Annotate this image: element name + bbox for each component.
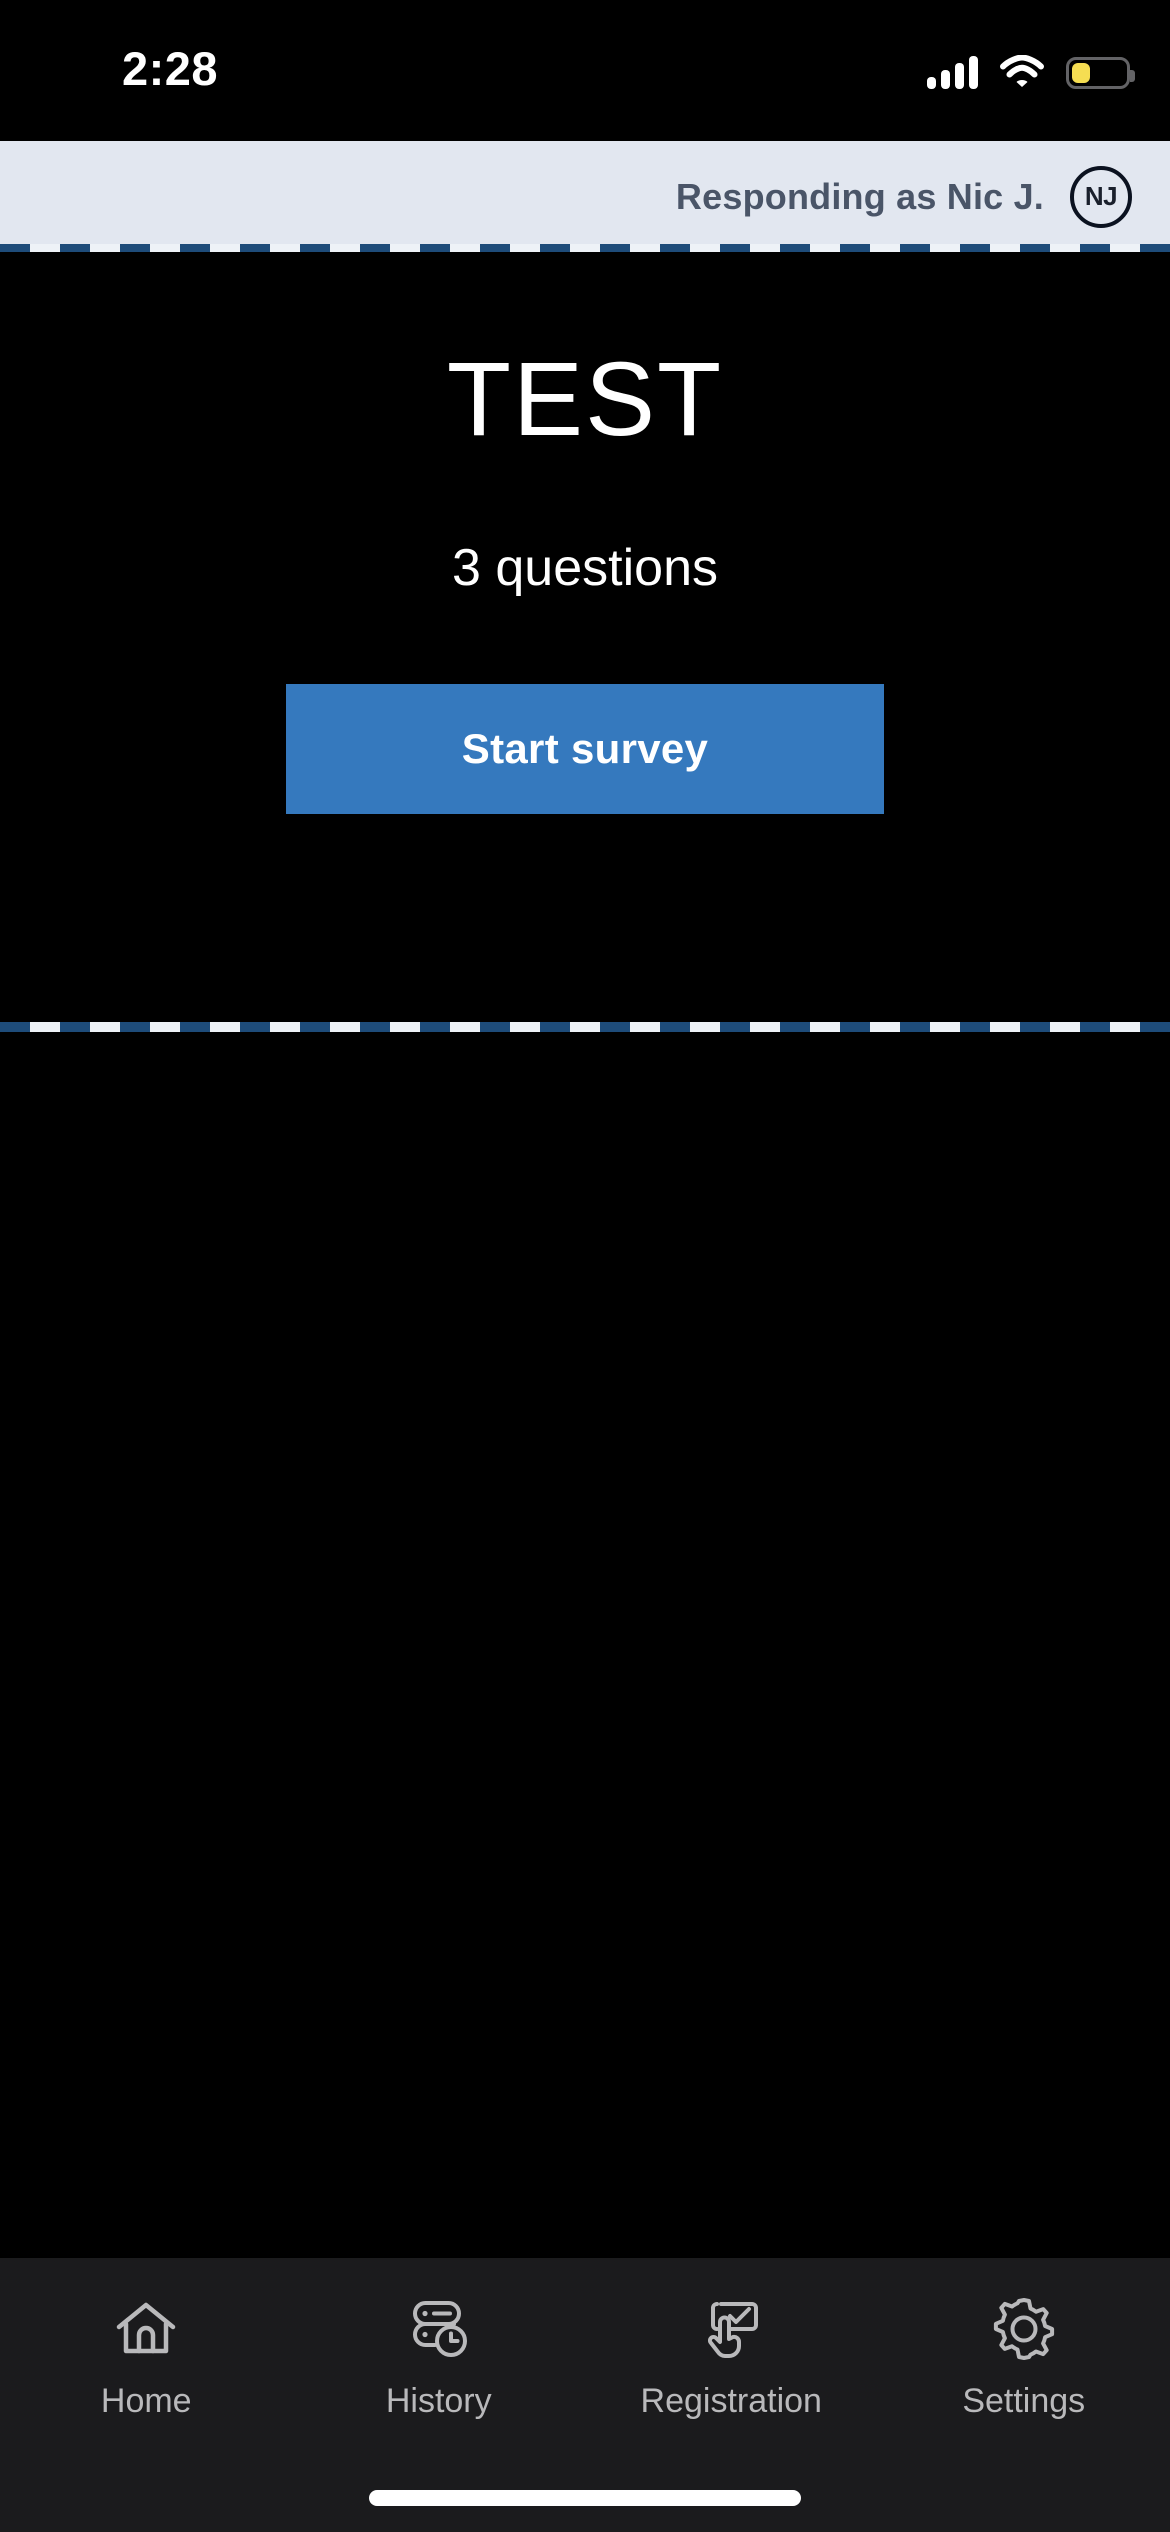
cellular-signal-icon bbox=[927, 55, 978, 89]
tab-settings-label: Settings bbox=[962, 2382, 1086, 2420]
gear-icon bbox=[993, 2298, 1054, 2360]
status-bar-icons bbox=[927, 47, 1135, 89]
tab-registration[interactable]: Registration bbox=[585, 2294, 878, 2418]
home-icon bbox=[117, 2302, 176, 2354]
start-survey-button[interactable]: Start survey bbox=[286, 684, 884, 814]
status-bar-clock: 2:28 bbox=[122, 42, 219, 95]
content-dashed-divider bbox=[0, 1022, 1170, 1032]
avatar[interactable]: NJ bbox=[1070, 165, 1132, 228]
tab-home[interactable]: Home bbox=[0, 2294, 293, 2418]
survey-card: TEST 3 questions Start survey bbox=[0, 252, 1170, 1022]
empty-content-area bbox=[0, 1032, 1170, 2258]
responding-as-header[interactable]: Responding as Nic J. NJ bbox=[0, 141, 1170, 252]
question-count-label: 3 questions bbox=[452, 539, 718, 597]
history-database-clock-icon bbox=[412, 2301, 467, 2357]
tab-history-label: History bbox=[385, 2382, 492, 2420]
header-dashed-divider bbox=[0, 244, 1170, 252]
wifi-icon bbox=[1000, 55, 1044, 87]
registration-tap-checkbox-icon bbox=[708, 2302, 759, 2358]
page-title: TEST bbox=[446, 341, 724, 458]
responding-as-label: Responding as Nic J. bbox=[675, 175, 1044, 217]
tab-history[interactable]: History bbox=[293, 2294, 586, 2418]
bottom-tab-bar: Home History Registration bbox=[0, 2258, 1170, 2532]
battery-icon bbox=[1066, 57, 1135, 89]
home-indicator[interactable] bbox=[369, 2490, 801, 2506]
tab-home-label: Home bbox=[100, 2382, 192, 2420]
status-bar: 2:28 bbox=[0, 0, 1170, 141]
tab-settings[interactable]: Settings bbox=[878, 2294, 1170, 2418]
tab-registration-label: Registration bbox=[640, 2382, 822, 2420]
